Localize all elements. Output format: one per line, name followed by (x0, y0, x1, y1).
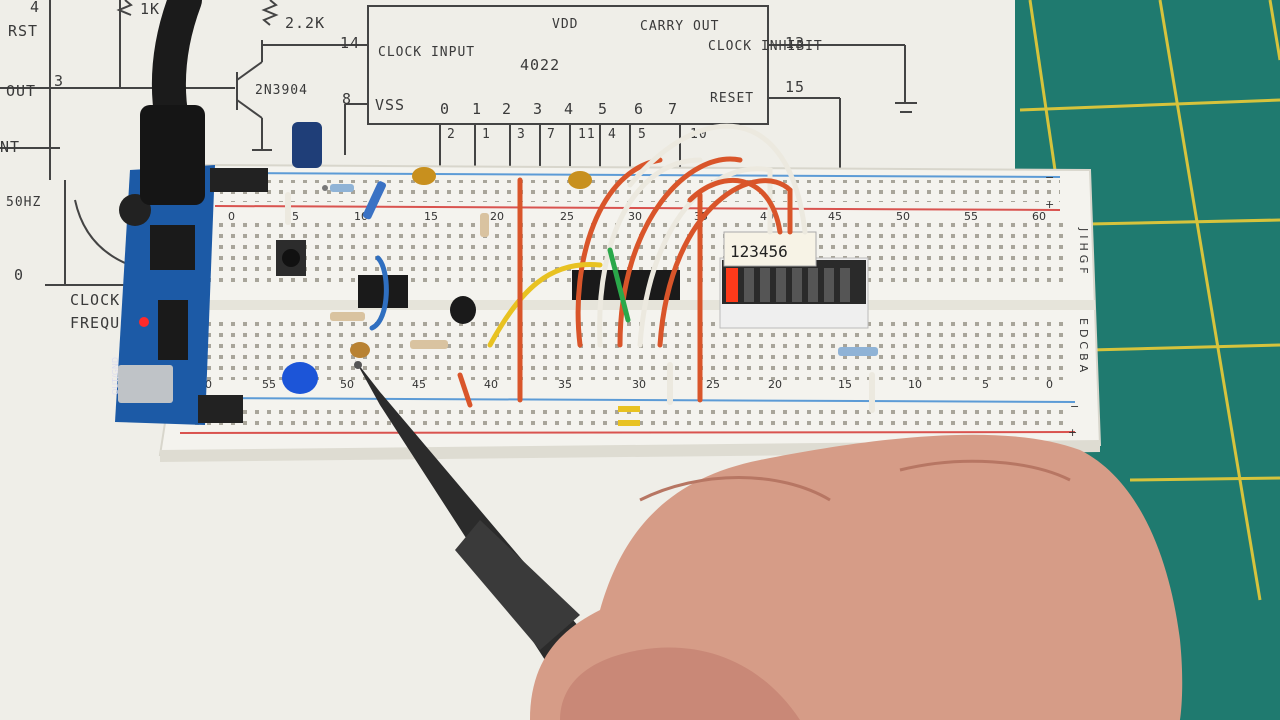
pin4-label: 4 (30, 0, 40, 16)
svg-text:40: 40 (484, 378, 498, 391)
clock-inhibit-label: CLOCK INHIBIT (708, 39, 823, 54)
svg-text:5: 5 (292, 210, 299, 223)
output-5: 5 (598, 100, 608, 118)
reset-label: RESET (710, 91, 754, 106)
vss-label: VSS (375, 96, 405, 114)
dc-cable (140, 0, 205, 205)
rst-label: RST (8, 22, 38, 40)
freq-word-label: FREQU (70, 314, 120, 332)
vdd-label: VDD (552, 17, 578, 32)
components (276, 122, 878, 426)
pin-below-0: 2 (447, 127, 456, 142)
svg-text:−: − (1070, 400, 1079, 413)
clock-input-pin: 14 (340, 34, 360, 52)
out-label: OUT (6, 82, 36, 100)
transistor-label: 2N3904 (255, 83, 308, 98)
svg-text:60: 60 (1032, 210, 1046, 223)
power-module: OUT/GND (111, 165, 268, 425)
pin-below-4: 11 (578, 127, 596, 142)
pin-below-5: 4 (608, 127, 617, 142)
bar-graph-label: 123456 (730, 242, 788, 261)
pin-below-6: 5 (638, 127, 647, 142)
svg-text:20: 20 (490, 210, 504, 223)
svg-text:+: + (1045, 198, 1054, 211)
hand (530, 434, 1183, 720)
clock-inhibit-pin: 13 (785, 34, 805, 52)
output-3: 3 (533, 100, 543, 118)
svg-text:25: 25 (560, 210, 574, 223)
output-1: 1 (472, 100, 482, 118)
svg-text:25: 25 (706, 378, 720, 391)
zero-label: 0 (14, 266, 24, 284)
svg-text:0: 0 (228, 210, 235, 223)
power-module-label: OUT/GND (111, 357, 120, 395)
svg-text:45: 45 (412, 378, 426, 391)
out-pin-label: 3 (54, 72, 64, 90)
svg-text:5: 5 (982, 378, 989, 391)
svg-text:55: 55 (964, 210, 978, 223)
row-letters-bottom: EDCBA (1077, 318, 1090, 376)
pin-below-1: 1 (482, 127, 491, 142)
pin-below-2: 3 (517, 127, 526, 142)
svg-text:35: 35 (558, 378, 572, 391)
svg-text:45: 45 (828, 210, 842, 223)
output-0: 0 (440, 100, 450, 118)
svg-text:30: 30 (628, 210, 642, 223)
svg-text:10: 10 (908, 378, 922, 391)
wires (285, 123, 875, 413)
carry-out-label: CARRY OUT (640, 19, 719, 34)
reset-pin: 15 (785, 78, 805, 96)
svg-text:30: 30 (632, 378, 646, 391)
svg-text:−: − (1045, 171, 1054, 184)
freq-50hz-label: 50HZ (6, 195, 41, 210)
chip-name: 4022 (520, 56, 560, 74)
schematic-lines (0, 0, 917, 286)
output-7: 7 (668, 100, 678, 118)
clock-freq-label: CLOCK (70, 291, 120, 309)
svg-text:55: 55 (262, 378, 276, 391)
schematic-text: 4022 CLOCK INPUT CLOCK INHIBIT RESET VSS… (0, 0, 823, 332)
svg-text:15: 15 (838, 378, 852, 391)
mat-grid (1019, 0, 1280, 601)
pen (354, 360, 590, 660)
svg-text:0: 0 (1046, 378, 1053, 391)
svg-text:15: 15 (424, 210, 438, 223)
svg-text:+: + (1068, 426, 1077, 439)
output-6: 6 (634, 100, 644, 118)
led-bar-graph: 123456 (719, 231, 869, 329)
svg-text:50: 50 (896, 210, 910, 223)
pin-below-3: 7 (547, 127, 556, 142)
output-2: 2 (502, 100, 512, 118)
resistor-2k2-label: 2.2K (285, 14, 325, 32)
svg-text:20: 20 (768, 378, 782, 391)
clock-input-label: CLOCK INPUT (378, 45, 475, 60)
output-4: 4 (564, 100, 574, 118)
row-letters-top: JIHGF (1077, 227, 1090, 278)
resistor-1k-label: 1K (140, 0, 160, 18)
board-top-numbers: 0 5 10 15 20 25 30 35 40 45 50 55 60 (228, 210, 1046, 223)
vss-pin: 8 (342, 90, 352, 108)
nt-label: NT (0, 138, 20, 156)
svg-text:50: 50 (340, 378, 354, 391)
board-bottom-numbers: 60 55 50 45 40 35 30 25 20 15 10 5 0 − +… (198, 171, 1079, 439)
